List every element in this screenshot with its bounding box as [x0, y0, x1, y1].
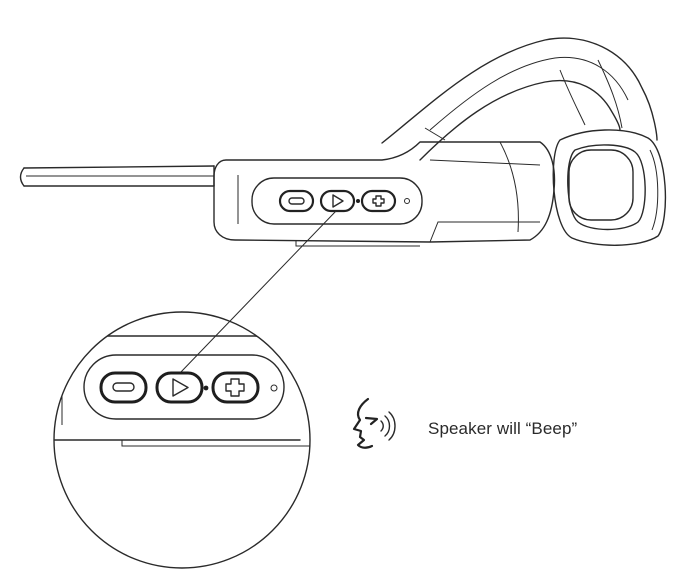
neckband [381, 37, 658, 161]
zoom-detail [53, 311, 311, 569]
indicator-light [270, 384, 278, 392]
small-plus-button[interactable] [360, 189, 397, 213]
zoom-minus-button[interactable] [99, 371, 148, 404]
button-panel-small [251, 177, 423, 225]
speaker-beep-caption: Speaker will “Beep” [428, 419, 578, 438]
speaking-head-icon [352, 397, 396, 449]
small-play-button[interactable] [319, 189, 356, 213]
microphone-boom [19, 165, 215, 187]
leader-line [179, 210, 337, 374]
headset-illustration [19, 37, 667, 247]
zoom-play-button[interactable] [155, 371, 204, 404]
ear-pad [552, 129, 667, 246]
zoom-plus-button[interactable] [211, 371, 260, 404]
small-minus-button[interactable] [278, 189, 315, 213]
